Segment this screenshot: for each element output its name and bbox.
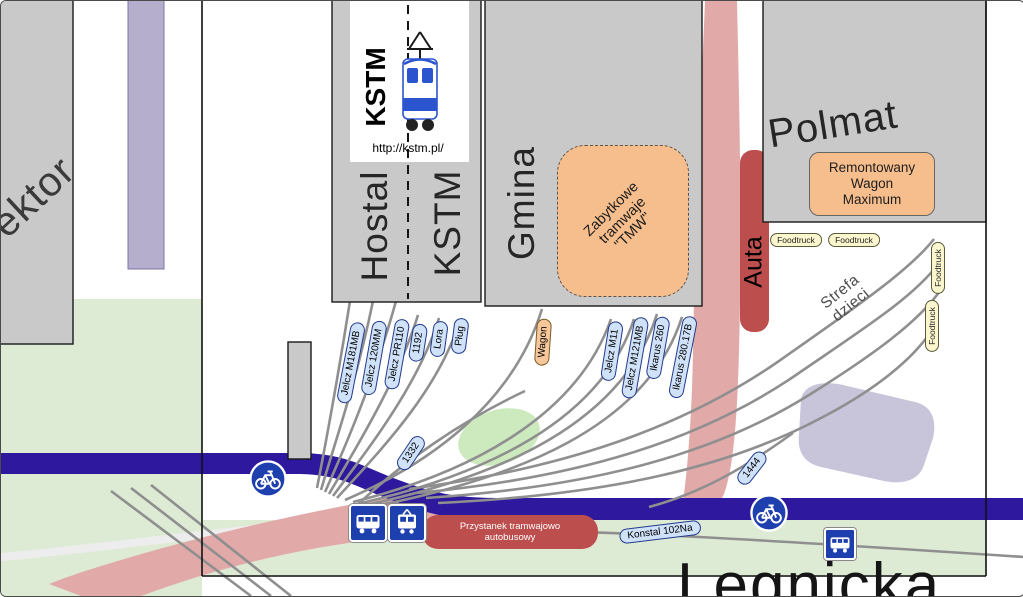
wagon-maximum-line1: Remontowany xyxy=(828,160,916,176)
car-parking-strip xyxy=(740,150,769,332)
kids-zone-area xyxy=(798,383,935,483)
tram-tracks xyxy=(110,238,1023,596)
bus-stop-sign-icon xyxy=(349,504,387,542)
foodtruck-label: Foodtruck xyxy=(925,300,939,352)
cars-area-label: Auta xyxy=(739,236,768,288)
kstm-tram-logo-icon xyxy=(397,28,443,134)
building-label-kstm: KSTM xyxy=(427,169,468,277)
foodtruck-label: Foodtruck xyxy=(770,233,822,247)
stop-label-line2: autobusowy xyxy=(484,532,536,543)
pink-road xyxy=(49,1,741,596)
wagon-maximum-line3: Maximum xyxy=(842,191,902,207)
street-bus-stop-sign-icon xyxy=(824,528,856,560)
kstm-logo-text: KSTM xyxy=(360,47,391,127)
bicycle-roundel-icon xyxy=(750,494,788,532)
map-border xyxy=(201,1,987,577)
tram-stop-sign-icon xyxy=(388,504,426,542)
wagon-maximum-line2: Wagon xyxy=(850,176,894,192)
street-name-legnicka: Legnicka xyxy=(677,551,942,597)
building-label-gmina: Gmina xyxy=(501,146,542,260)
building-label-hostal: Hostal xyxy=(354,170,395,282)
foodtruck-label: Foodtruck xyxy=(828,233,880,247)
foodtruck-label: Foodtruck xyxy=(931,242,945,294)
bicycle-roundel-icon xyxy=(249,460,287,498)
kstm-url: http://kstm.pl/ xyxy=(372,141,444,155)
stop-label-line1: Przystanek tramwajowo xyxy=(459,520,561,532)
wagon-maximum-box: Remontowany Wagon Maximum xyxy=(809,152,935,216)
historic-trams-zone xyxy=(557,145,689,297)
tram-bus-stop-platform: Przystanek tramwajowo autobusowy xyxy=(422,515,598,549)
